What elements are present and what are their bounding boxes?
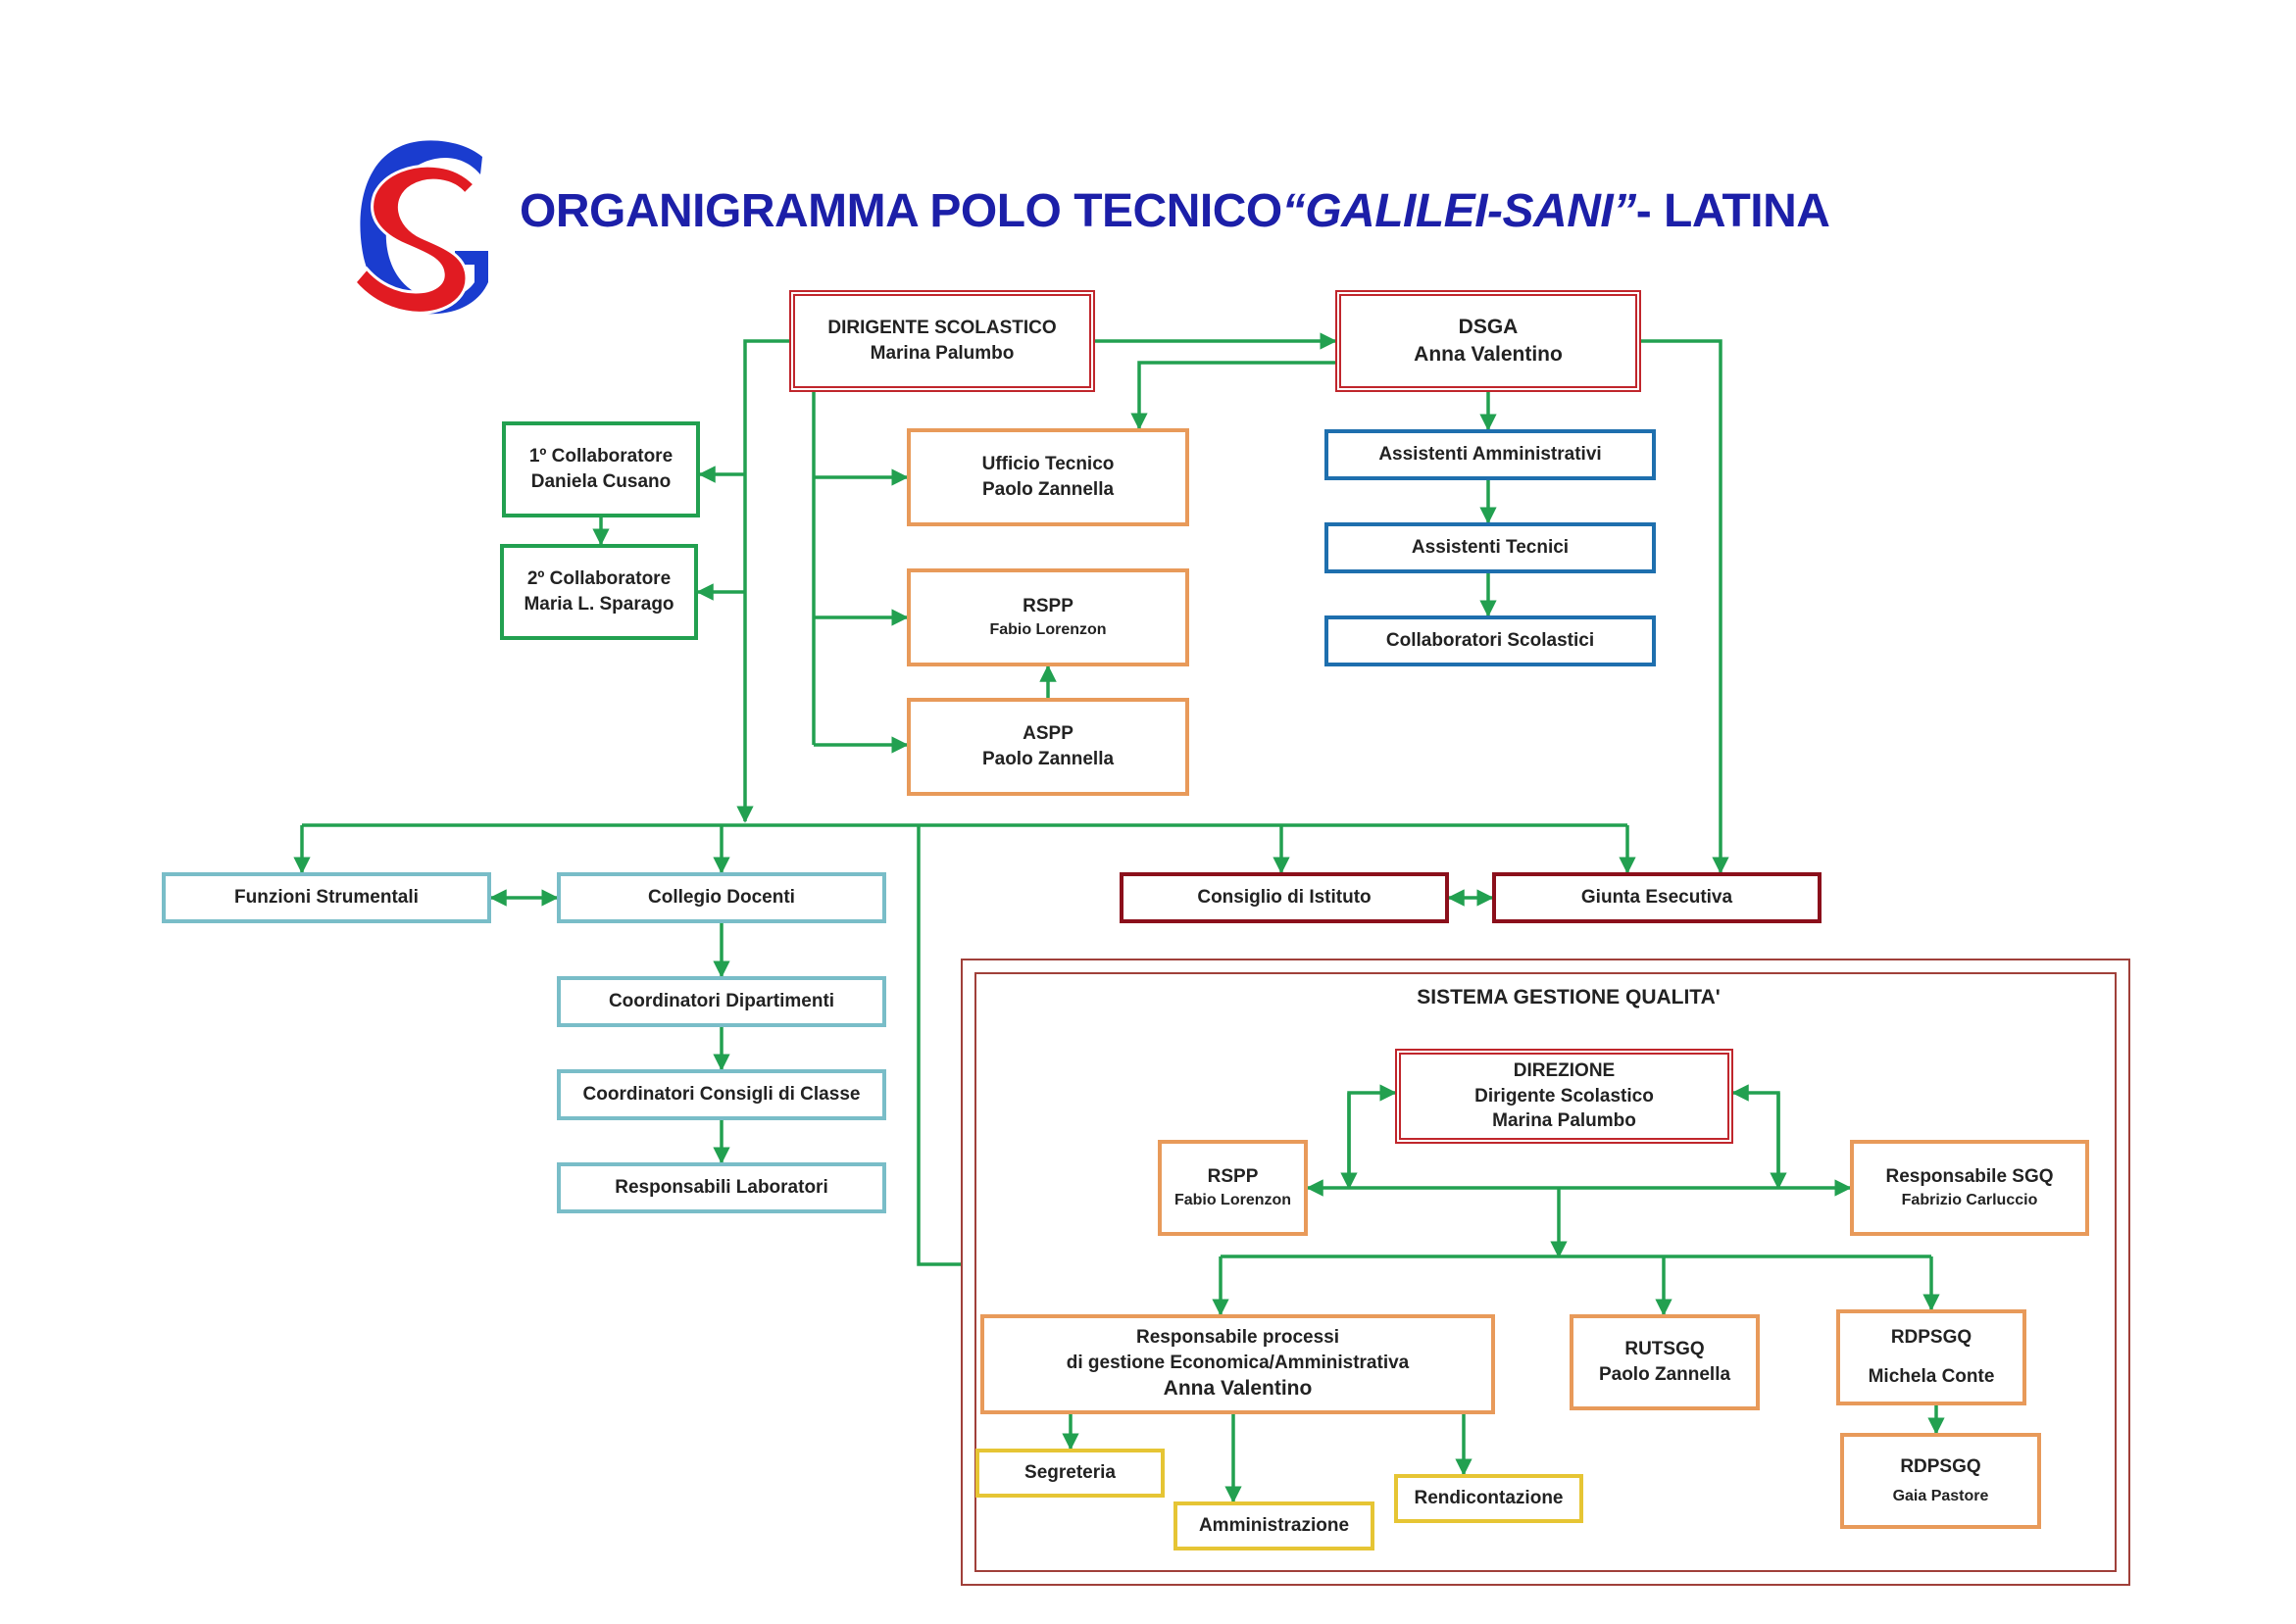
node-label: Giunta Esecutiva [1580,887,1733,909]
quality-system-title: SISTEMA GESTIONE QUALITA' [1417,986,1721,1009]
node-label: Responsabili Laboratori [615,1177,828,1199]
node-role: RDPSGQ [1890,1327,1972,1349]
node-role: RDPSGQ [1900,1456,1981,1478]
node-assistenti-tecnici: Assistenti Tecnici [1324,522,1656,573]
node-person: Paolo Zannella [981,479,1115,500]
node-label: Funzioni Strumentali [234,887,419,909]
node-q-rspp: RSPP Fabio Lorenzon [1158,1140,1308,1236]
node-role: RUTSGQ [1624,1339,1705,1360]
node-person: Paolo Zannella [981,749,1115,769]
node-dirigente: DIRIGENTE SCOLASTICO Marina Palumbo [789,290,1095,392]
node-q-rendicontazione: Rendicontazione [1394,1474,1583,1523]
node-label: Consiglio di Istituto [1197,887,1372,909]
node-assistenti-amministrativi: Assistenti Amministrativi [1324,429,1656,480]
node-responsabili-laboratori: Responsabili Laboratori [557,1162,886,1213]
node-q-responsabile-sgq: Responsabile SGQ Fabrizio Carluccio [1850,1140,2089,1236]
node-person: Maria L. Sparago [524,594,674,615]
node-label: Rendicontazione [1414,1488,1564,1509]
node-label: Collaboratori Scolastici [1385,630,1595,652]
node-role: Responsabile SGQ [1885,1166,2054,1188]
page-title: ORGANIGRAMMA POLO TECNICO “GALILEI-SANI”… [520,176,1830,245]
node-label: Assistenti Amministrativi [1378,444,1602,466]
node-person: Gaia Pastore [1892,1488,1989,1505]
node-person: Fabio Lorenzon [989,621,1107,639]
quality-system-inner-frame [974,972,2117,1572]
node-ufficio-tecnico: Ufficio Tecnico Paolo Zannella [907,428,1189,526]
node-q-rutsgq: RUTSGQ Paolo Zannella [1570,1314,1760,1410]
node-label: Collegio Docenti [648,887,795,909]
node-subrole: di gestione Economica/Amministrativa [1066,1352,1410,1373]
node-role: 1º Collaboratore [528,446,674,468]
node-collegio-docenti: Collegio Docenti [557,872,886,923]
node-person: Anna Valentino [1163,1377,1313,1401]
node-role: Responsabile processi [1136,1327,1339,1349]
connector-line-14 [1641,339,1729,874]
node-role: RSPP [1023,596,1073,617]
node-rspp: RSPP Fabio Lorenzon [907,568,1189,666]
node-collaboratore-1: 1º Collaboratore Daniela Cusano [502,421,700,517]
node-role: DSGA [1458,315,1519,338]
node-role: ASPP [1023,723,1073,745]
node-collaboratori-scolastici: Collaboratori Scolastici [1324,615,1656,666]
node-label: Assistenti Tecnici [1411,537,1570,559]
node-person: Paolo Zannella [1598,1364,1731,1385]
node-coordinatori-dipartimenti: Coordinatori Dipartimenti [557,976,886,1027]
node-q-rdpsgq-pastore: RDPSGQ Gaia Pastore [1840,1433,2041,1529]
node-role: 2º Collaboratore [526,568,672,590]
node-label: Coordinatori Consigli di Classe [582,1084,861,1106]
connector-line-20 [917,825,961,1266]
node-role: DIREZIONE [1513,1060,1616,1082]
node-label: Coordinatori Dipartimenti [608,991,835,1012]
node-consiglio-istituto: Consiglio di Istituto [1120,872,1449,923]
node-role: Ufficio Tecnico [981,454,1115,475]
node-person: Fabrizio Carluccio [1901,1192,2038,1209]
title-city: - LATINA [1635,184,1830,237]
gs-monogram-icon [353,140,488,315]
node-dsga: DSGA Anna Valentino [1335,290,1641,392]
node-label: Segreteria [1024,1462,1116,1484]
node-coordinatori-consigli: Coordinatori Consigli di Classe [557,1069,886,1120]
title-school-name: “GALILEI-SANI” [1281,184,1637,237]
node-label: Amministrazione [1198,1515,1350,1537]
node-q-rdpsgq-conte: RDPSGQ Michela Conte [1836,1309,2026,1405]
node-q-segreteria: Segreteria [975,1449,1165,1498]
connector-line-1 [1130,361,1335,430]
node-q-direzione: DIREZIONE Dirigente Scolastico Marina Pa… [1395,1049,1733,1144]
node-person: Fabio Lorenzon [1173,1192,1292,1209]
node-q-amministrazione: Amministrazione [1173,1501,1374,1550]
title-main-text: ORGANIGRAMMA POLO TECNICO [520,184,1282,237]
node-collaboratore-2: 2º Collaboratore Maria L. Sparago [500,544,698,640]
node-person: Marina Palumbo [1492,1110,1636,1132]
node-q-responsabile-processi: Responsabile processi di gestione Econom… [980,1314,1495,1414]
quality-system-frame [961,959,2130,1586]
node-person: Anna Valentino [1414,343,1563,366]
node-person: Marina Palumbo [870,343,1015,364]
connector-line-2 [736,339,789,823]
node-aspp: ASPP Paolo Zannella [907,698,1189,796]
node-funzioni-strumentali: Funzioni Strumentali [162,872,491,923]
node-role: RSPP [1207,1166,1259,1188]
node-role: DIRIGENTE SCOLASTICO [827,318,1057,339]
node-giunta-esecutiva: Giunta Esecutiva [1492,872,1822,923]
node-subrole: Dirigente Scolastico [1474,1085,1654,1107]
node-person: Michela Conte [1868,1366,1995,1387]
node-person: Daniela Cusano [530,471,672,492]
